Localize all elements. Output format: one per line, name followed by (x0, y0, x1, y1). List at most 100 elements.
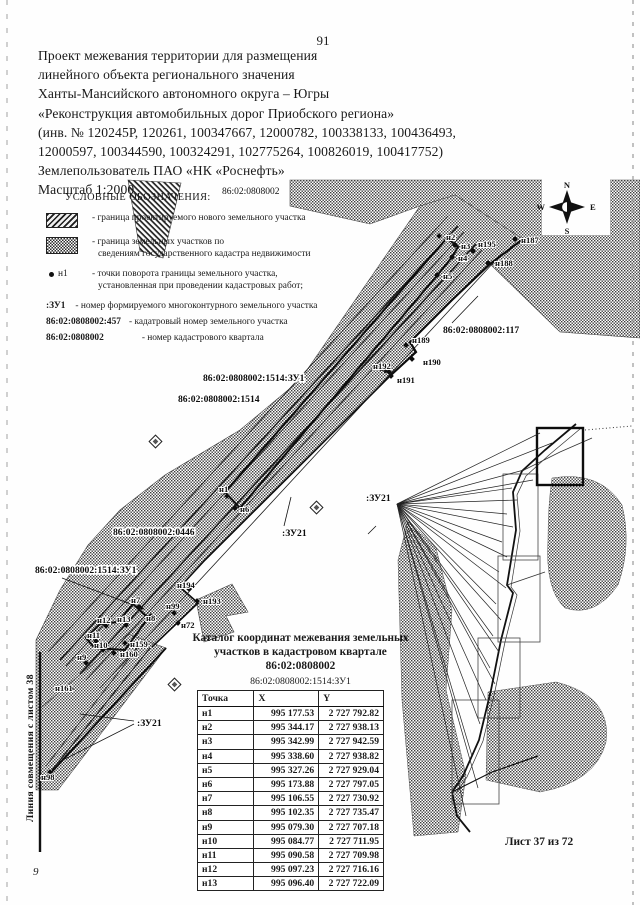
inset-fan-line (396, 503, 508, 515)
inset-fan-line (396, 503, 502, 621)
coord-x: 995 096.40 (253, 876, 320, 892)
inset-fan-line (396, 503, 500, 573)
survey-point-marker (434, 272, 440, 278)
survey-point-label: н161 (55, 683, 73, 693)
point-name: н5 (196, 762, 255, 778)
inset-fan-line (396, 503, 497, 605)
legend-title: УСЛОВНЫЕ ОБОЗНАЧЕНИЯ: (65, 192, 211, 203)
survey-point-label: н1 (219, 484, 228, 494)
title-line: (инв. № 120245Р, 120261, 100347667, 1200… (38, 124, 457, 140)
compass-w: W (537, 202, 546, 212)
legend-item: :ЗУ1 - номер формируемого многоконтурног… (46, 301, 318, 311)
cadastral-diamond-symbols (148, 434, 324, 692)
survey-point-label: н190 (423, 357, 441, 367)
inset-fan-line (396, 503, 503, 543)
point-name: н8 (196, 805, 255, 821)
coord-y: 2 727 707.18 (318, 819, 384, 835)
survey-point-label: н2 (446, 232, 455, 242)
survey-point-marker (186, 586, 192, 592)
legend-item-label: - граница земельных участков по сведения… (92, 237, 311, 259)
survey-point-label: н10 (94, 640, 108, 650)
inset-fan-line (396, 503, 508, 558)
survey-point-marker (403, 342, 409, 348)
compass-rose-icon: N S E W (537, 180, 597, 236)
coord-x: 995 342.99 (253, 734, 320, 750)
coord-y: 2 727 722.09 (318, 876, 384, 892)
inset-fan-line (396, 487, 513, 505)
cadastre-hatch-swatch (46, 237, 78, 254)
sheet-number: Лист 37 из 72 (505, 836, 574, 848)
survey-point-label: н7 (131, 595, 141, 605)
coord-y: 2 727 711.95 (318, 833, 384, 849)
survey-point-label: н159 (130, 639, 148, 649)
inset-fan-line (396, 503, 467, 817)
sheet-match-line: Линия совмещения с листом 38 (25, 652, 42, 852)
survey-point-marker (148, 613, 154, 619)
road-lines (45, 215, 495, 771)
scan-edge-artifact (632, 0, 634, 905)
coord-x: 995 344.17 (253, 720, 320, 736)
survey-point-marker (436, 233, 442, 239)
coord-x: 995 102.35 (253, 805, 320, 821)
title-line: линейного объекта регионального значения (38, 67, 295, 83)
inset-fan-line (396, 503, 500, 653)
parcel-number-label: 86:02:0808002:117 (443, 325, 519, 336)
point-name: н3 (196, 734, 255, 750)
survey-point-marker (175, 620, 181, 626)
point-name: н12 (196, 862, 255, 878)
compass-n: N (564, 180, 571, 190)
survey-point-marker (409, 356, 415, 362)
survey-point-label: н13 (117, 614, 131, 624)
survey-point-marker (111, 650, 117, 656)
survey-point-label: н188 (495, 258, 514, 268)
survey-point-label: н195 (478, 239, 496, 249)
survey-point-marker (485, 260, 491, 266)
inset-fan-line (396, 503, 494, 637)
inset-fan-line (396, 442, 553, 505)
legend: УСЛОВНЫЕ ОБОЗНАЧЕНИЯ: - граница проектир… (38, 192, 368, 349)
survey-point-marker (123, 622, 129, 628)
new-parcel-hatch-swatch (46, 213, 78, 228)
survey-point-label: н192 (373, 361, 391, 371)
survey-point-marker (83, 660, 89, 666)
survey-point-label: н99 (166, 601, 180, 611)
parcel-number-label: :ЗУ21 (366, 493, 391, 504)
survey-point-label: н3 (461, 241, 470, 251)
survey-point-marker (47, 769, 53, 775)
legend-item: 86:02:0808002 - номер кадастрового кварт… (46, 333, 264, 343)
title-line-scale: Масштаб 1:2000 (38, 182, 135, 198)
coord-y: 2 727 929.04 (318, 762, 384, 778)
point-name: н1 (196, 705, 255, 722)
inset-fan-line (396, 503, 487, 701)
catalog-title: Каталог координат межевания земельных (192, 632, 409, 644)
catalog-title: участков в кадастровом квартале 86:02:08… (214, 646, 387, 672)
survey-point-marker (386, 369, 392, 375)
survey-point-label: н11 (87, 630, 100, 640)
turn-point-sample-label: н1 (58, 269, 68, 279)
survey-point-label: н5 (443, 271, 452, 281)
coord-y: 2 727 938.13 (318, 720, 384, 736)
title-line: Ханты-Мансийского автономного округа – Ю… (38, 86, 330, 102)
parcel-number-label: :ЗУ21 (282, 528, 307, 539)
inset-fan-line (396, 503, 514, 528)
inset-fan-line (396, 503, 507, 589)
point-name: н4 (196, 748, 255, 764)
survey-point-marker (388, 373, 394, 379)
survey-point-label: н4 (458, 253, 468, 263)
survey-point-marker (194, 598, 200, 604)
survey-point-marker (100, 647, 106, 653)
parcel-number-label: 86:02:0808002:1514 (178, 394, 260, 405)
inset-fan-line (396, 469, 525, 505)
col-point: Точка (196, 690, 255, 707)
inset-fan-line (396, 499, 518, 505)
survey-point-label: н193 (203, 596, 221, 606)
survey-point-label: н72 (181, 620, 195, 630)
